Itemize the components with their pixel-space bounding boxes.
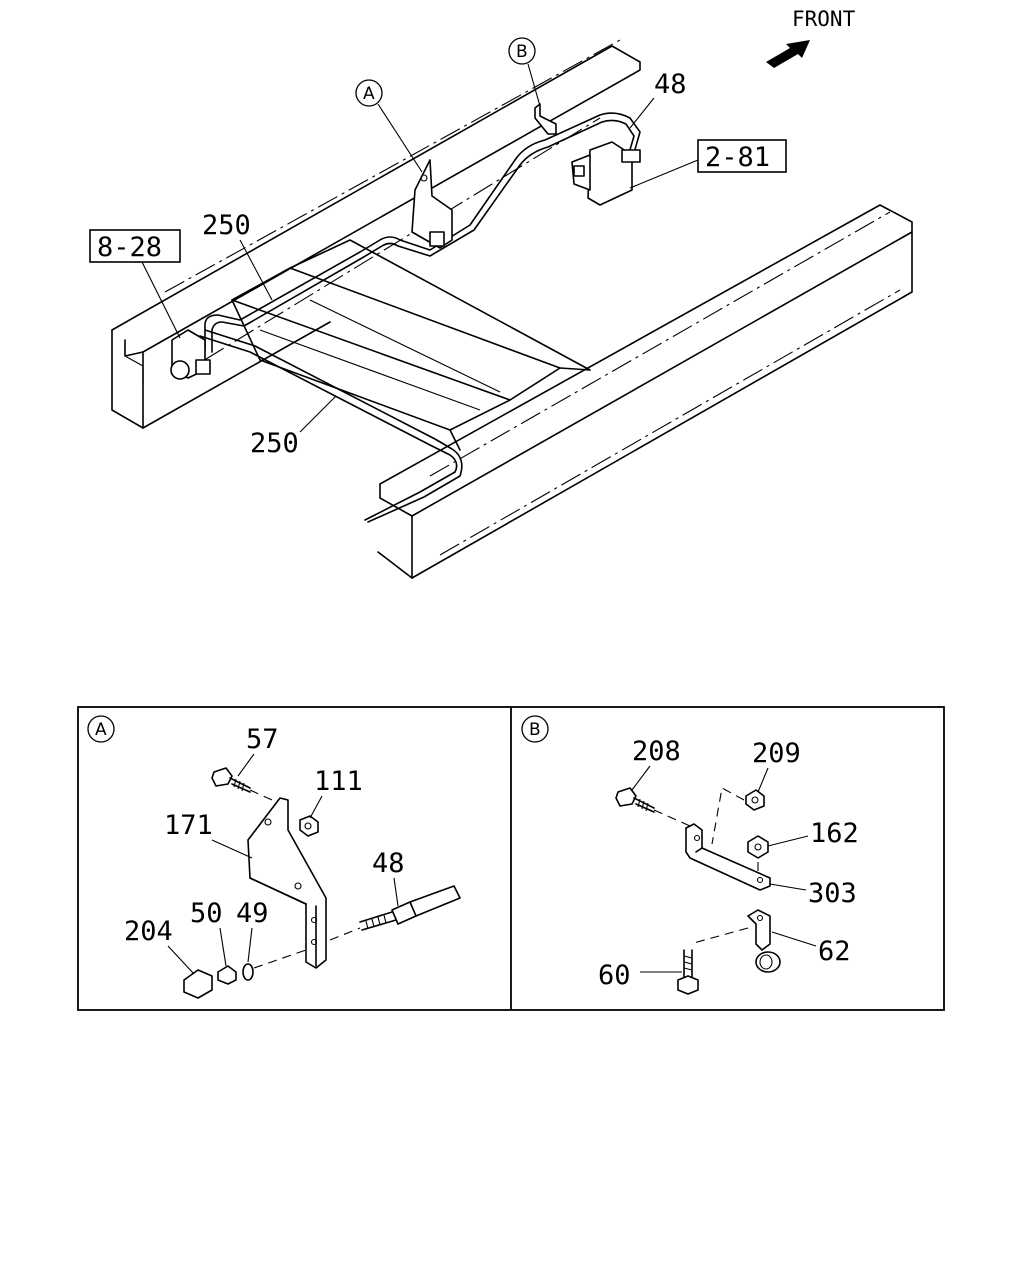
svg-text:250: 250: [202, 210, 251, 241]
detail-a: A: [87, 715, 461, 999]
valve-component: [571, 141, 641, 206]
svg-text:57: 57: [246, 724, 279, 755]
svg-text:303: 303: [808, 878, 857, 909]
upper-frame-rail: [111, 39, 641, 429]
svg-text:204: 204: [124, 916, 173, 947]
svg-text:48: 48: [372, 848, 405, 879]
lower-frame-rail: [377, 204, 913, 579]
nut-209: [711, 787, 765, 845]
front-label: FRONT: [792, 7, 856, 31]
svg-text:48: 48: [654, 69, 687, 100]
svg-text:209: 209: [752, 738, 801, 769]
bracket-303: [685, 823, 771, 891]
bolt-208: [615, 787, 691, 827]
front-arrow-icon: [766, 40, 810, 68]
nut-111: [299, 815, 319, 837]
fitting-204: [183, 969, 213, 999]
svg-text:162: 162: [810, 818, 859, 849]
pipe-48-detail: [329, 885, 461, 941]
detail-b: B: [521, 715, 859, 995]
svg-text:171: 171: [164, 810, 213, 841]
detail-a-marker: A: [95, 720, 107, 740]
clip-62: [689, 909, 781, 973]
svg-text:49: 49: [236, 898, 269, 929]
left-fitting: [170, 329, 211, 380]
svg-text:60: 60: [598, 960, 631, 991]
svg-text:250: 250: [250, 428, 299, 459]
reference-2-81: 2-81: [629, 139, 787, 189]
callout-250-upper: 250: [202, 210, 273, 301]
svg-text:111: 111: [314, 766, 363, 797]
brake-pipe-upper: [204, 112, 641, 353]
crossmember: [231, 239, 591, 451]
reference-8-28: 8-28: [89, 229, 181, 339]
brake-pipe-lower: [199, 329, 463, 523]
nut-50: [217, 965, 237, 985]
svg-text:B: B: [516, 42, 528, 62]
svg-text:62: 62: [818, 936, 851, 967]
svg-text:A: A: [363, 84, 375, 104]
bolt-60: [677, 949, 699, 995]
callout-250-lower: 250: [250, 395, 337, 459]
marker-b-main: B: [508, 37, 541, 107]
detail-b-marker: B: [529, 720, 541, 740]
marker-a-main: A: [355, 79, 423, 173]
bracket-171: [247, 797, 327, 969]
reference-2-81-label: 2-81: [705, 142, 770, 173]
washer-49: [242, 949, 307, 981]
front-orientation: FRONT: [766, 7, 856, 68]
svg-text:208: 208: [632, 736, 681, 767]
bracket-a-assembly: [411, 159, 453, 249]
reference-8-28-label: 8-28: [97, 232, 162, 263]
svg-text:50: 50: [190, 898, 223, 929]
bolt-57: [211, 767, 273, 801]
nut-162: [747, 835, 769, 859]
callout-48-main: 48: [629, 69, 687, 129]
